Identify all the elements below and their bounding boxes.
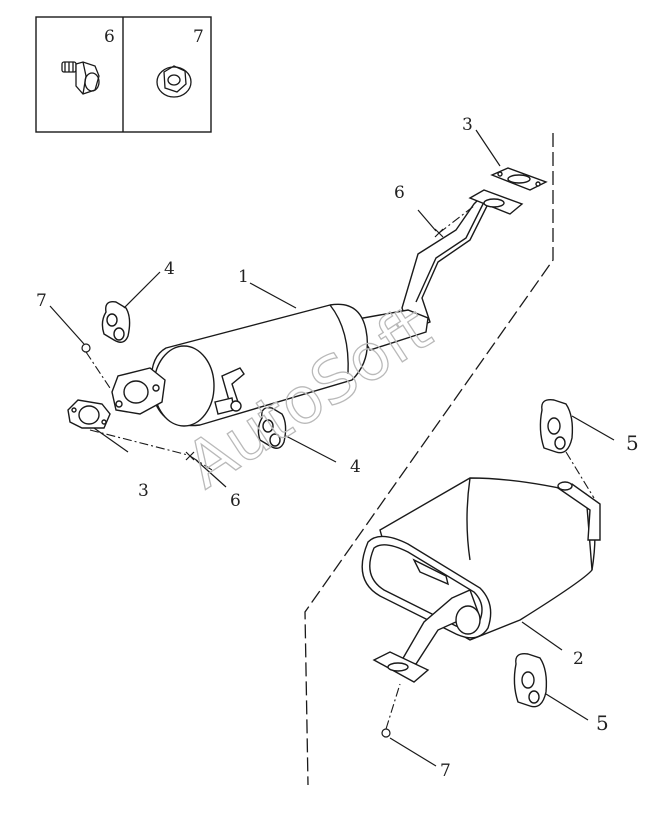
gasket-left [67, 399, 111, 429]
inset-label-6: 6 [104, 27, 115, 47]
front-muffler [111, 189, 524, 427]
rubber-hanger-lower-right [513, 653, 548, 708]
nut-marker-left [81, 343, 91, 353]
flange-nut-icon [156, 65, 192, 98]
rubber-hanger-top [101, 301, 131, 343]
rear-muffler [361, 477, 601, 683]
assembly-boundary-dashed [304, 133, 554, 786]
assembly-lines [85, 205, 595, 730]
callout-6-top: 6 [394, 183, 405, 203]
rubber-hanger-upper-right [539, 399, 574, 454]
callout-7-bottom: 7 [440, 761, 451, 781]
gasket-top [490, 167, 548, 191]
callout-2: 2 [573, 649, 584, 669]
rubber-hanger-bottom [257, 407, 287, 449]
nut-marker-bottom [381, 728, 391, 738]
callout-5-bottom: 5 [596, 711, 609, 735]
callout-4-bottom: 4 [350, 457, 361, 477]
callout-3-left: 3 [138, 481, 149, 501]
inset-label-7: 7 [193, 27, 204, 47]
fastener-inset [35, 16, 212, 133]
callout-4-top: 4 [164, 259, 175, 279]
leader-lines [49, 129, 615, 767]
callout-6-bottom: 6 [230, 491, 241, 511]
callout-1: 1 [238, 267, 249, 287]
bolt-icon [61, 61, 100, 95]
callout-7-left: 7 [36, 291, 47, 311]
callout-3-top: 3 [462, 115, 473, 135]
callout-5-top: 5 [626, 431, 639, 455]
